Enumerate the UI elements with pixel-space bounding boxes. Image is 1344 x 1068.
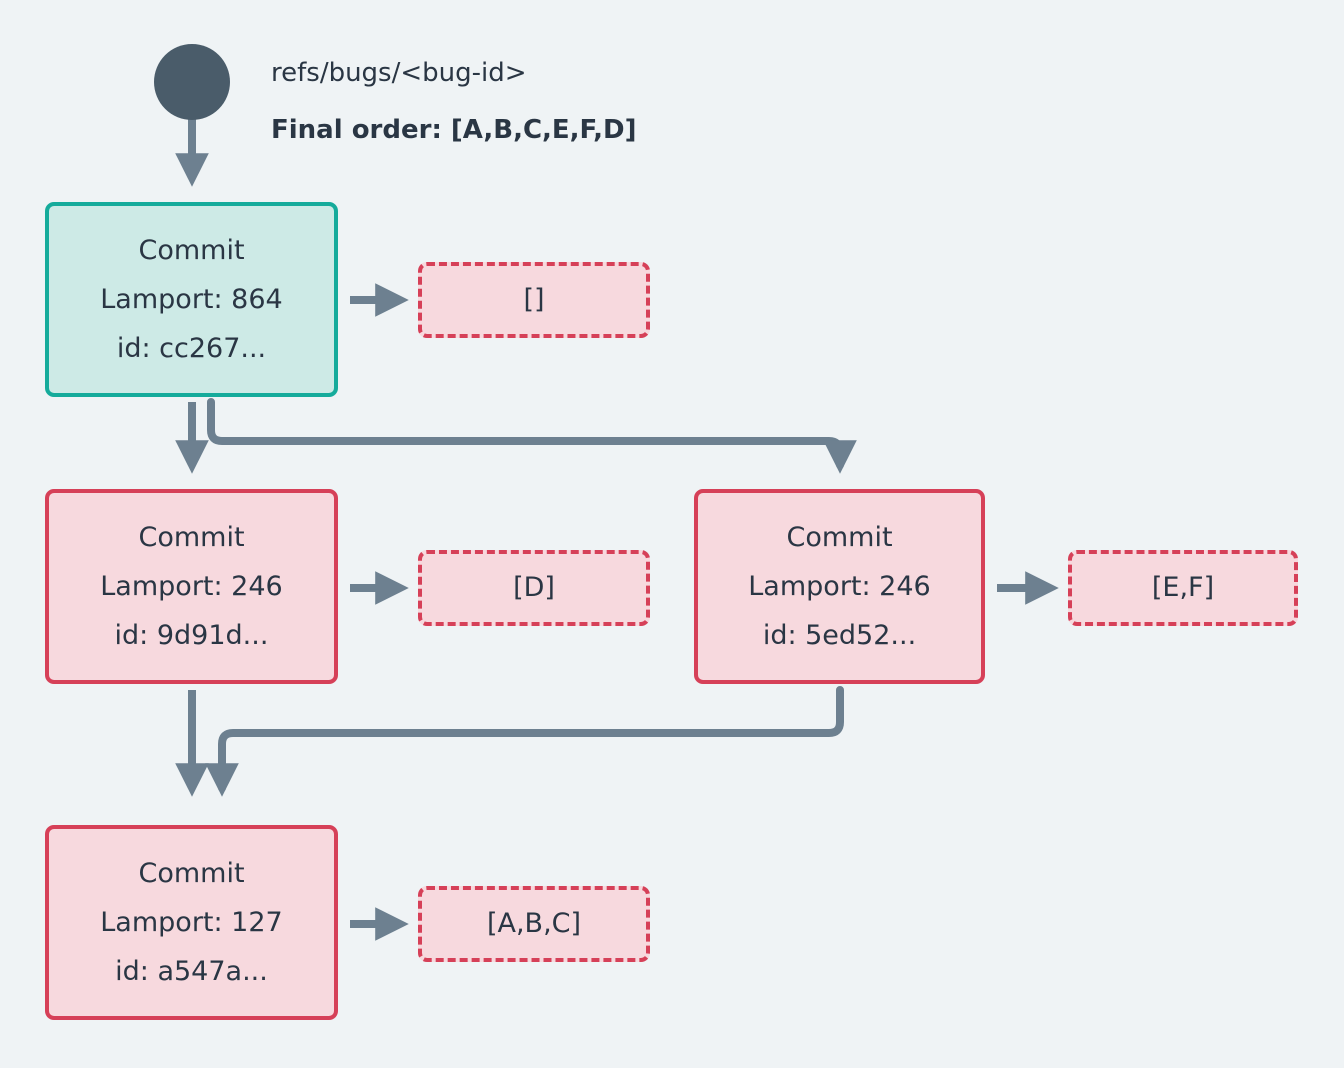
commit-id: id: a547a...: [115, 956, 268, 987]
commit-title: Commit: [138, 235, 245, 266]
payload-box-a547a[interactable]: [A,B,C]: [418, 886, 650, 962]
commit-lamport: Lamport: 246: [100, 571, 283, 602]
commit-title: Commit: [138, 522, 245, 553]
commit-title: Commit: [138, 858, 245, 889]
commit-lamport: Lamport: 127: [100, 907, 283, 938]
payload-box-9d91d[interactable]: [D]: [418, 550, 650, 626]
payload-box-5ed52[interactable]: [E,F]: [1068, 550, 1298, 626]
payload-box-cc267[interactable]: []: [418, 262, 650, 338]
commit-id: id: 9d91d...: [114, 620, 269, 651]
commit-title: Commit: [786, 522, 893, 553]
commit-node-5ed52[interactable]: Commit Lamport: 246 id: 5ed52...: [694, 489, 985, 684]
commit-id: id: 5ed52...: [762, 620, 917, 651]
commit-node-9d91d[interactable]: Commit Lamport: 246 id: 9d91d...: [45, 489, 338, 684]
commit-id: id: cc267...: [116, 333, 267, 364]
ref-label: refs/bugs/<bug-id>: [271, 58, 527, 88]
edge-5ed52-to-a547a: [205, 686, 844, 797]
final-order-label: Final order: [A,B,C,E,F,D]: [271, 115, 637, 145]
commit-node-a547a[interactable]: Commit Lamport: 127 id: a547a...: [45, 825, 338, 1020]
edge-cc267-to-5ed52: [207, 398, 857, 474]
commit-node-cc267[interactable]: Commit Lamport: 864 id: cc267...: [45, 202, 338, 397]
commit-lamport: Lamport: 864: [100, 284, 283, 315]
root-node[interactable]: [154, 44, 230, 120]
commit-lamport: Lamport: 246: [748, 571, 931, 602]
